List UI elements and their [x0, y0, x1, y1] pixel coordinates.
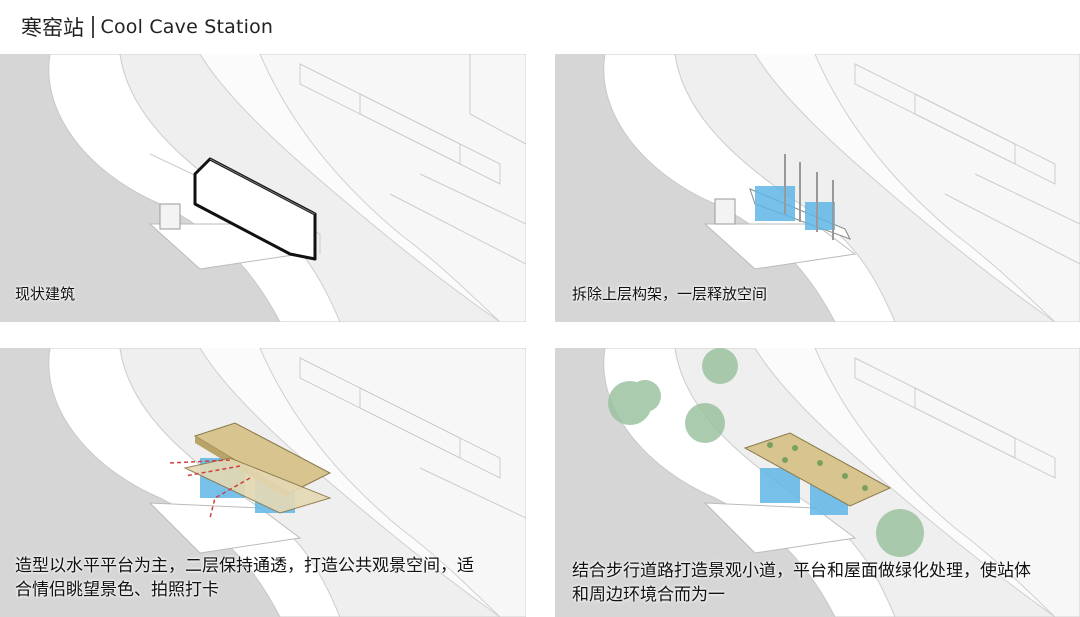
- panel-caption-line-2: 合情侣眺望景色、拍照打卡: [15, 580, 219, 600]
- panel-caption: 现状建筑: [15, 285, 76, 303]
- site-drawing: [555, 348, 1080, 617]
- panel-caption-line-1: 结合步行道路打造景观小道，平台和屋面做绿化处理，使站体: [572, 561, 1031, 581]
- panel-existing-building: 现状建筑: [0, 54, 526, 322]
- panel-caption: 拆除上层构架，一层释放空间: [572, 285, 768, 303]
- site-drawing: [0, 348, 526, 617]
- page-title: 寒窑站 Cool Cave Station: [21, 12, 273, 42]
- title-chinese: 寒窑站: [21, 16, 84, 40]
- panel-caption-line-1: 造型以水平平台为主，二层保持通透，打造公共观景空间，适: [15, 556, 474, 576]
- title-divider: [92, 16, 94, 38]
- site-drawing: [0, 54, 526, 322]
- panel-caption-line-2: 和周边环境合而为一: [572, 585, 725, 605]
- title-english: Cool Cave Station: [100, 16, 274, 38]
- panel-landscape-integration: 结合步行道路打造景观小道，平台和屋面做绿化处理，使站体 和周边环境合而为一: [555, 348, 1080, 617]
- panel-demolish-upper: 拆除上层构架，一层释放空间: [555, 54, 1080, 322]
- site-drawing: [555, 54, 1080, 322]
- panel-platform-design: 造型以水平平台为主，二层保持通透，打造公共观景空间，适 合情侣眺望景色、拍照打卡: [0, 348, 526, 617]
